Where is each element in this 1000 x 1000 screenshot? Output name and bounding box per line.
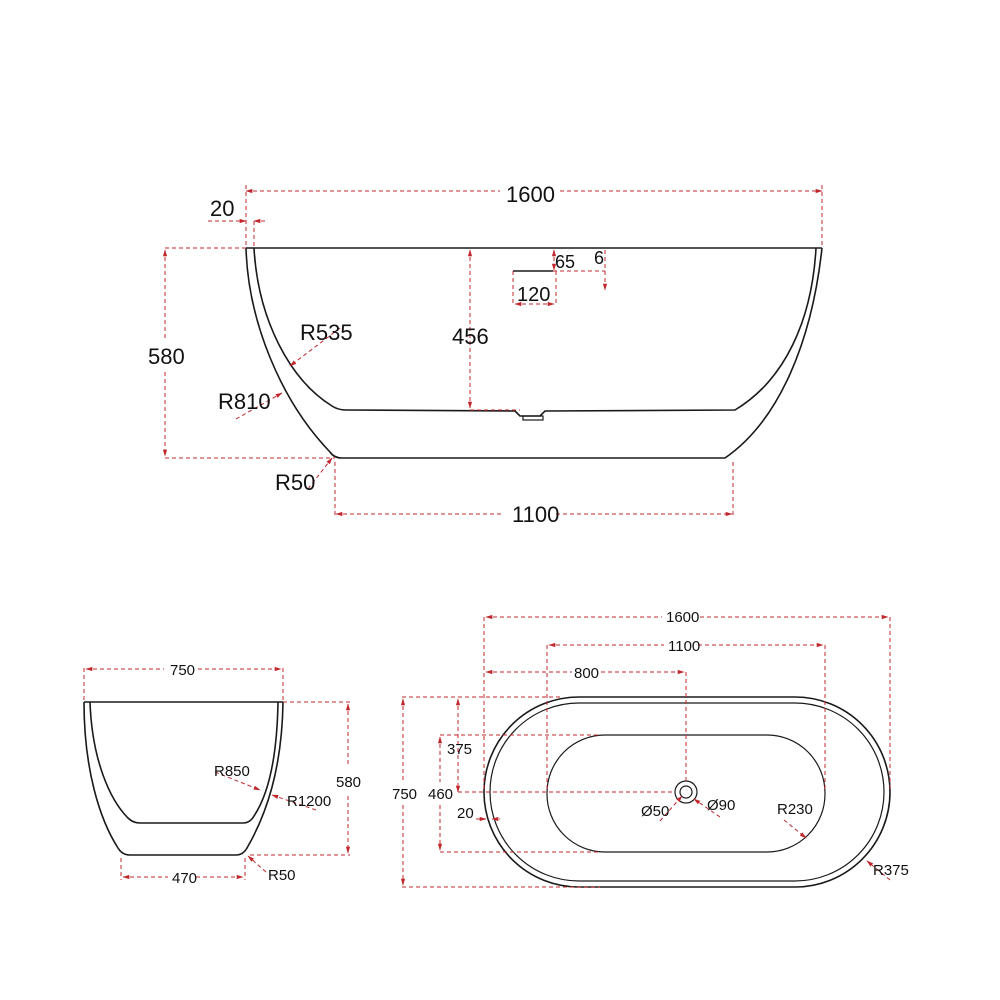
- end-base-radius-label: R50: [268, 867, 296, 884]
- drain-outer-diameter-label: Ø90: [707, 797, 735, 814]
- top-drain-center-label: 375: [447, 741, 472, 758]
- overflow-offset-label: 65: [555, 252, 575, 272]
- side-depth-label: 456: [452, 324, 489, 349]
- side-height-label: 580: [148, 344, 185, 369]
- top-drain-offset-label: 800: [574, 665, 599, 682]
- side-drain: [522, 415, 544, 421]
- overflow-lip-label: 6: [594, 248, 604, 268]
- side-outer-profile: [245, 247, 823, 459]
- side-view: 1600 20 580 456 65 6 120 R535 R810 R50: [148, 182, 823, 527]
- inner-end-radius-label: R230: [777, 801, 813, 818]
- side-length-label: 1600: [506, 182, 555, 207]
- top-inner-length-label: 1100: [668, 638, 700, 655]
- end-height-label: 580: [336, 774, 361, 791]
- outer-end-radius-label: R375: [873, 862, 909, 879]
- end-width-label: 750: [170, 662, 195, 679]
- overflow-width-label: 120: [517, 284, 550, 306]
- end-inner-radius-label: R850: [214, 763, 250, 780]
- end-outer-radius-label: R1200: [287, 793, 331, 810]
- drain-inner-diameter-label: Ø50: [641, 803, 669, 820]
- end-view: 750 580 R850 R1200 470 R50: [83, 662, 361, 887]
- top-length-label: 1600: [666, 609, 699, 626]
- top-outer-rim: [483, 696, 891, 888]
- top-inner-width-label: 460: [428, 786, 453, 803]
- drain-inner-circle: [679, 785, 693, 799]
- side-rim-label: 20: [210, 196, 234, 221]
- top-rim-label: 20: [457, 805, 474, 822]
- side-base-length-label: 1100: [512, 502, 559, 527]
- end-outer-profile: [83, 701, 284, 856]
- end-inner-profile: [89, 701, 279, 824]
- end-base-width-label: 470: [172, 870, 197, 887]
- top-width-label: 750: [392, 786, 417, 803]
- side-inner-profile: [253, 247, 817, 417]
- side-outer-radius-label: R810: [218, 389, 271, 414]
- top-view: 1600 1100 800 750 375 460 20 Ø: [392, 609, 909, 888]
- side-inner-radius-label: R535: [300, 320, 353, 345]
- side-base-radius-label: R50: [275, 470, 315, 495]
